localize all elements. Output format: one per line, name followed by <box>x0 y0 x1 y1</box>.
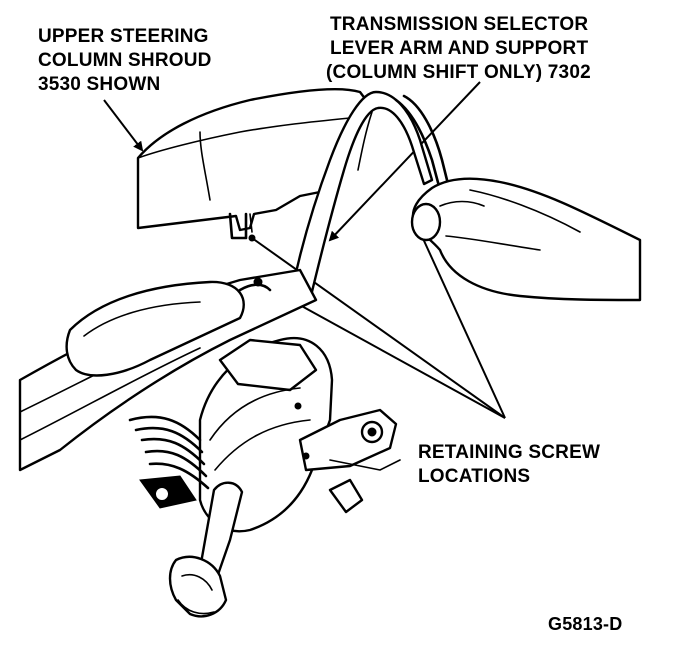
turn-signal-lever <box>168 481 244 618</box>
selector-label-line-2: LEVER ARM AND SUPPORT <box>330 38 588 59</box>
selector-label-line-1: TRANSMISSION SELECTOR <box>330 14 588 35</box>
screws-label-line-2: LOCATIONS <box>418 466 530 487</box>
figure-code: G5813-D <box>548 614 622 634</box>
wiring-harness <box>128 415 210 509</box>
screws-label: RETAINING SCREW LOCATIONS <box>418 442 600 487</box>
shroud-label: UPPER STEERING COLUMN SHROUD 3530 SHOWN <box>38 26 212 95</box>
steering-column <box>18 234 318 472</box>
selector-label-line-3: (COLUMN SHIFT ONLY) 7302 <box>326 62 591 83</box>
selector-label: TRANSMISSION SELECTOR LEVER ARM AND SUPP… <box>326 14 591 83</box>
shroud-label-line-1: UPPER STEERING <box>38 26 209 47</box>
shroud-leader-arrow <box>103 99 144 152</box>
screws-label-line-1: RETAINING SCREW <box>418 442 600 463</box>
screw-leader-line-3 <box>419 231 506 419</box>
screw-leader-line-1 <box>251 237 506 419</box>
shroud-label-line-3: 3530 SHOWN <box>38 74 160 95</box>
shroud-label-line-2: COLUMN SHROUD <box>38 50 212 71</box>
selector-leader-arrow <box>328 81 481 242</box>
technician-hand <box>410 177 642 302</box>
